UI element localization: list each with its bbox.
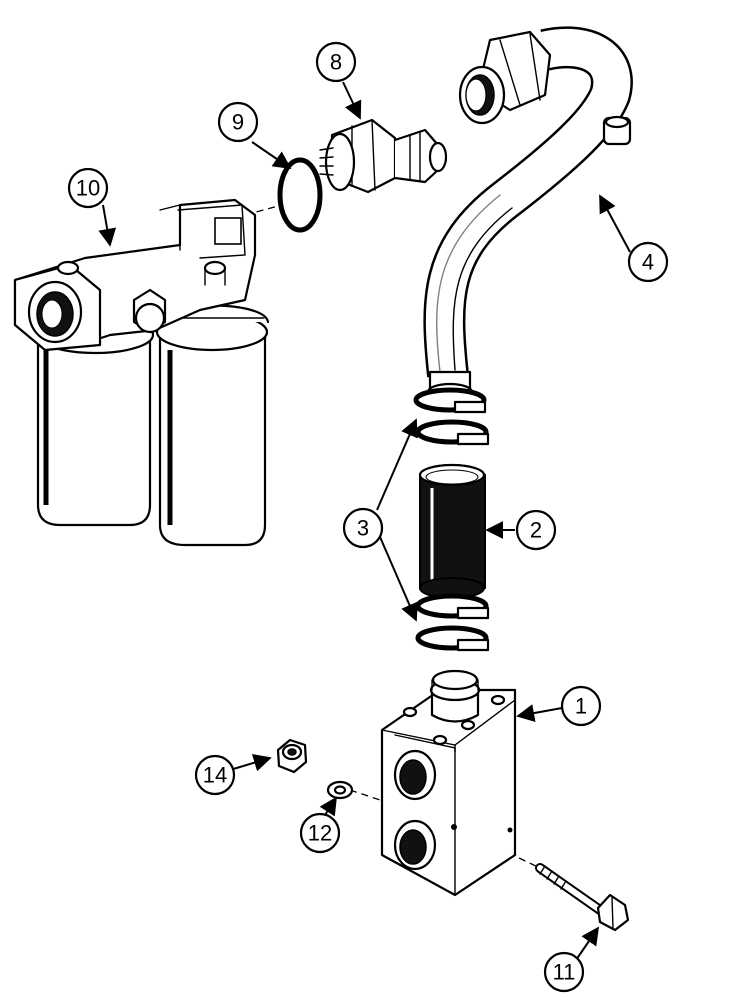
leader-lines <box>98 81 631 961</box>
callout-4: 4 <box>627 241 669 283</box>
callout-12-label: 12 <box>308 821 332 846</box>
callout-3-label: 3 <box>357 516 369 541</box>
nut-part-14 <box>276 738 308 774</box>
bolt-part-11 <box>535 863 630 932</box>
callout-10: 10 <box>67 167 109 209</box>
filter-assembly-part-10 <box>13 198 270 547</box>
callout-9-label: 9 <box>232 110 244 135</box>
callout-14-label: 14 <box>203 763 227 788</box>
callout-3: 3 <box>342 507 384 549</box>
callout-11-label: 11 <box>553 960 576 985</box>
callout-12: 12 <box>299 812 341 854</box>
callout-1-label: 1 <box>575 694 587 719</box>
o-ring-part-9 <box>277 157 323 233</box>
callout-2-label: 2 <box>530 518 542 543</box>
fitting-part-8 <box>319 118 448 194</box>
valve-block-part-1 <box>380 669 517 897</box>
callout-4-label: 4 <box>642 250 654 275</box>
callout-1: 1 <box>560 685 602 727</box>
clamp-lower-b <box>415 625 490 652</box>
callout-11: 11 <box>543 951 585 993</box>
callout-8: 8 <box>315 41 357 83</box>
hose-clamps-part-3 <box>413 387 490 652</box>
callout-8-label: 8 <box>330 50 342 75</box>
clamp-upper-b <box>415 419 490 446</box>
callout-10-label: 10 <box>76 176 100 201</box>
hose-part-4 <box>423 26 633 402</box>
washer-part-12 <box>326 780 354 800</box>
callout-2: 2 <box>515 509 557 551</box>
clamp-upper-a <box>413 387 487 414</box>
callout-14: 14 <box>194 754 236 796</box>
callout-9: 9 <box>217 101 259 143</box>
sleeve-part-2 <box>418 463 486 599</box>
clamp-lower-a <box>415 593 490 620</box>
